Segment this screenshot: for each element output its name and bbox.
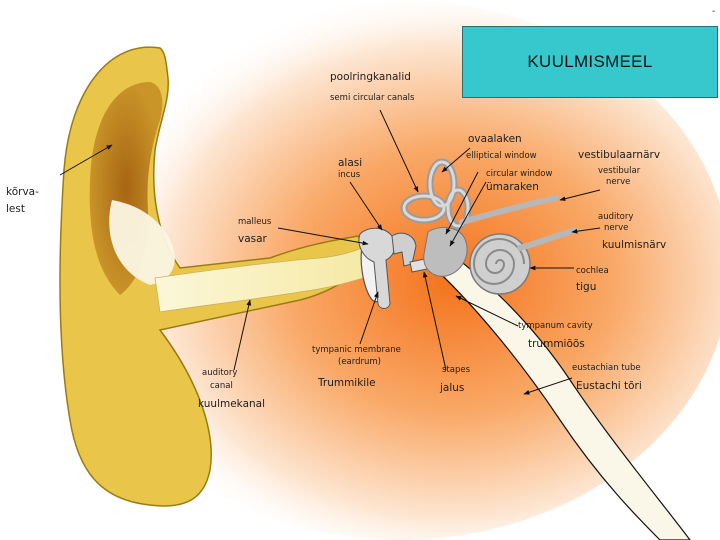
label-eustachian-et: Eustachi tõri	[576, 380, 642, 392]
auditory-nerve-shape	[517, 227, 579, 251]
corner-mark: -	[712, 6, 716, 17]
label-pinna-et-1: kõrva-	[6, 186, 39, 198]
label-auditory-nerve-et: kuulmisnärv	[602, 239, 666, 251]
incus	[391, 232, 417, 267]
label-stapes-en: stapes	[442, 365, 471, 375]
malleus	[358, 227, 396, 309]
label-elliptical-en: elliptical window	[466, 151, 537, 161]
label-auditory-nerve-en-2: nerve	[604, 223, 628, 233]
title-box: KUULMISMEEL	[462, 26, 718, 98]
label-round-et: ümaraken	[486, 181, 539, 193]
label-alasi-et: alasi	[338, 157, 362, 169]
label-malleus-en: malleus	[238, 217, 272, 227]
cochlea	[469, 233, 531, 295]
label-oval-et: ovaalaken	[468, 133, 522, 145]
label-stapes-et: jalus	[439, 382, 464, 394]
label-pinna-et-2: lest	[6, 203, 25, 215]
label-semicircular-en: semi circular canals	[330, 93, 415, 103]
label-malleus-et: vasar	[238, 233, 268, 245]
label-canal-en-2: canal	[210, 381, 233, 391]
label-canal-et: kuulmekanal	[198, 398, 265, 410]
label-tympanic-et: Trummikile	[317, 377, 376, 389]
label-semicircular-et: poolringkanalid	[330, 71, 411, 83]
label-tympanum-et: trummiõõs	[528, 338, 585, 350]
label-tympanum-en: tympanum cavity	[518, 321, 593, 331]
label-vestibular-et: vestibulaarnärv	[578, 149, 660, 161]
label-incus-en: incus	[338, 170, 361, 180]
label-vestibular-en-2: nerve	[606, 177, 630, 187]
label-cochlea-en: cochlea	[576, 266, 609, 276]
label-circular-en: circular window	[486, 169, 552, 179]
label-vestibular-en-1: vestibular	[598, 166, 641, 176]
label-eustachian-en: eustachian tube	[572, 363, 641, 373]
label-cochlea-et: tigu	[576, 281, 596, 293]
vestibular-nerve-shape	[459, 195, 559, 225]
page-title: KUULMISMEEL	[527, 52, 653, 71]
label-auditory-nerve-en-1: auditory	[598, 212, 633, 222]
label-canal-en-1: auditory	[202, 368, 237, 378]
label-tympanic-en-2: (eardrum)	[338, 357, 381, 367]
label-tympanic-en-1: tympanic membrane	[312, 345, 401, 355]
ear-highlight	[109, 200, 175, 285]
vestibule	[423, 226, 468, 277]
leader-lines	[59, 109, 601, 395]
